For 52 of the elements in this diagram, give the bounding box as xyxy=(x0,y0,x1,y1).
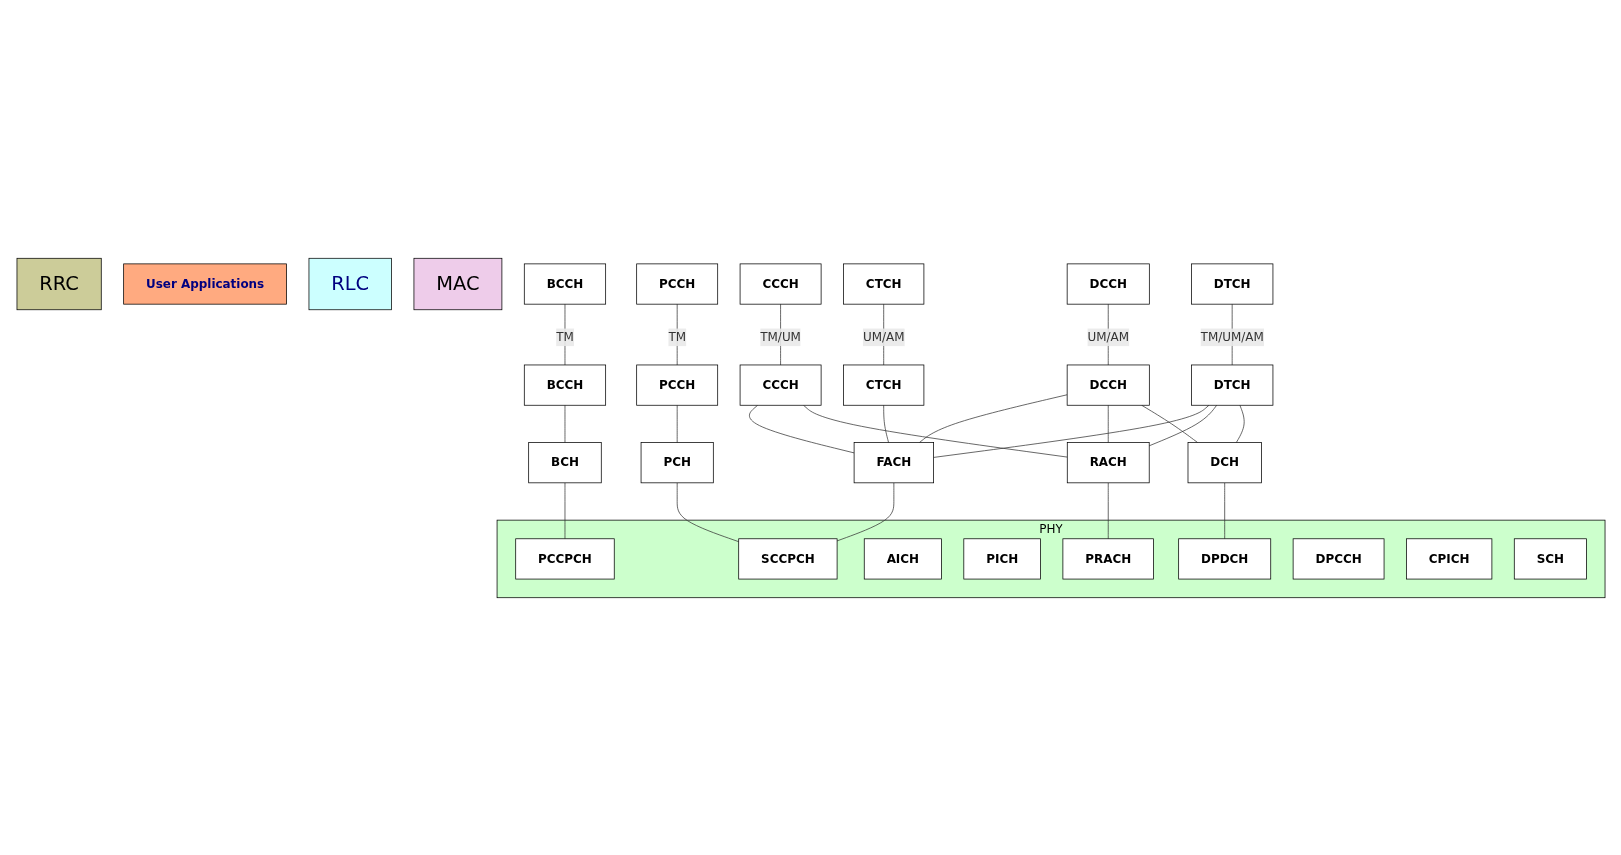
connector xyxy=(802,404,1068,457)
node-box: PRACH xyxy=(1062,537,1154,579)
node-box: DCCH xyxy=(1066,364,1150,406)
node-box: DTCH xyxy=(1190,263,1273,305)
node-box: CTCH xyxy=(842,364,924,406)
node-box: User Applications xyxy=(122,263,287,305)
edge-label: TM/UM/AM xyxy=(1200,329,1264,344)
edge-label: TM xyxy=(667,329,686,344)
connector xyxy=(676,404,678,443)
node-box: PCCH xyxy=(635,263,718,305)
node-box: SCCPCH xyxy=(737,537,837,579)
connector xyxy=(564,404,565,443)
node-box: DTCH xyxy=(1190,364,1273,406)
connector xyxy=(918,393,1068,443)
edge-label: TM xyxy=(555,329,574,344)
connector xyxy=(1107,404,1109,443)
node-box: PCH xyxy=(640,441,714,483)
node-box: BCCH xyxy=(523,364,606,406)
edge-label: TM/UM xyxy=(759,329,801,344)
node-box: RRC xyxy=(16,257,102,310)
node-box: AICH xyxy=(863,537,942,579)
node-box: BCH xyxy=(527,441,602,483)
connector xyxy=(1235,404,1245,443)
connector xyxy=(1223,481,1225,539)
node-box: DPDCH xyxy=(1177,537,1271,579)
node-box: FACH xyxy=(853,441,934,483)
connector xyxy=(836,481,894,541)
node-box: SCH xyxy=(1513,537,1587,579)
node-box: DCH xyxy=(1187,441,1262,483)
connector xyxy=(564,481,565,539)
node-box: DPCCH xyxy=(1292,537,1384,579)
node-box: PCCH xyxy=(635,364,718,406)
connector xyxy=(1107,481,1109,539)
node-box: RLC xyxy=(308,257,392,310)
node-box: MAC xyxy=(413,257,502,310)
edge-label: UM/AM xyxy=(862,329,904,344)
edge-label: UM/AM xyxy=(1086,329,1129,344)
node-box: PCCPCH xyxy=(514,537,615,579)
node-box: RACH xyxy=(1066,441,1150,483)
connector xyxy=(932,404,1209,458)
connector xyxy=(676,481,739,542)
node-box: CCCH xyxy=(739,364,821,406)
node-box: CTCH xyxy=(842,263,924,305)
connector xyxy=(882,404,889,443)
connector xyxy=(748,404,854,453)
node-box: DCCH xyxy=(1066,263,1150,305)
connector xyxy=(1148,404,1217,446)
node-box: PICH xyxy=(962,537,1041,579)
connector xyxy=(1140,404,1198,443)
node-box: BCCH xyxy=(523,263,606,305)
node-box: CCCH xyxy=(739,263,821,305)
node-box: CPICH xyxy=(1405,537,1492,579)
